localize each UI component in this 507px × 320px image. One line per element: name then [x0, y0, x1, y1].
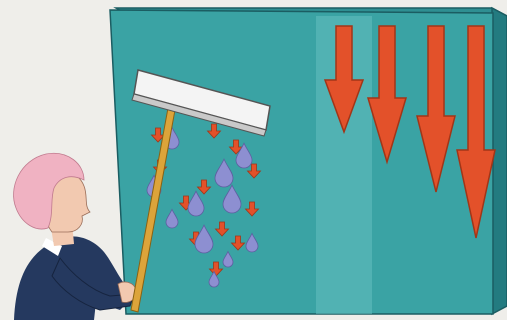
panel-side-edge: [492, 8, 507, 314]
glass-panel: [110, 8, 507, 314]
